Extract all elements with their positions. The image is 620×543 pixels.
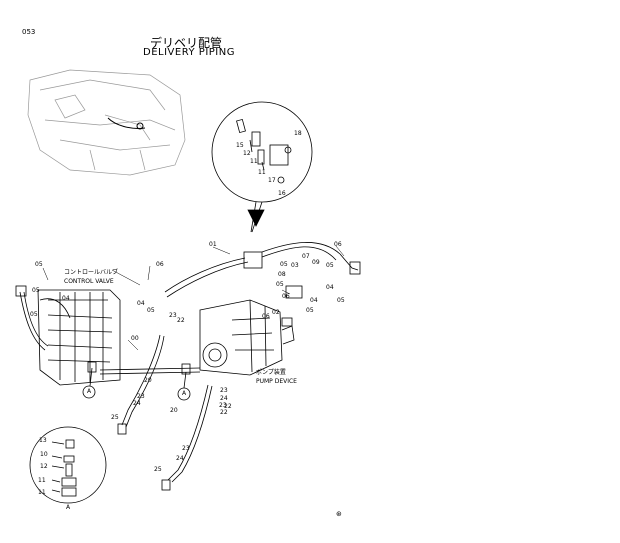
part-number: 16 [278,190,286,197]
part-number: 23 [220,387,228,394]
part-number: 04 [62,295,70,302]
part-number: 24 [220,395,228,402]
part-number: 02 [272,309,280,316]
part-number: 06 [262,313,270,320]
control-valve-block [15,285,121,386]
part-number: 23 [137,393,145,400]
part-number: 25 [154,466,162,473]
part-number: 12 [243,150,251,157]
machine-pipe-highlight [107,117,146,130]
part-number: 06 [156,261,164,268]
part-number: 04 [137,300,145,307]
control-valve-label-en: CONTROL VALVE [64,278,114,285]
control-valve-label-jp: コントロールバルブ [64,269,119,276]
part-number: 22 [224,403,232,410]
part-number: 05 [147,307,155,314]
page-title-en: DELIVERY PIPING [143,47,235,58]
pipe-00 [99,367,201,375]
part-number: 05 [337,297,345,304]
part-number: 05 [280,261,288,268]
part-number: 00 [131,335,139,342]
pump-device-label-en: PUMP DEVICE [256,378,297,385]
page-title-jp: デリベリ配管 [150,36,223,50]
part-number: 04 [310,297,318,304]
part-number: 13 [39,437,47,444]
part-number: 09 [312,259,320,266]
hose-20-middle [161,384,213,491]
view-a-label: A [87,388,92,395]
part-number: 11 [38,477,46,484]
inset-view-a-label: A [66,504,71,511]
pump-device-label-jp: ポンプ装置 [256,369,286,376]
part-number: 20 [144,377,152,384]
part-number: 25 [111,414,119,421]
part-number: 23 [182,445,190,452]
part-number: 11 [38,489,46,496]
part-number: 10 [40,451,48,458]
hose-20-left [117,334,165,435]
part-number: 20 [170,407,178,414]
part-number: 04 [326,284,334,291]
part-number: 06 [334,241,342,248]
part-number: 12 [40,463,48,470]
part-number: 24 [133,400,141,407]
part-number: 18 [294,130,302,137]
inset-circle [29,426,107,504]
view-a-label: A [182,390,187,397]
part-number: 01 [209,241,217,248]
main-hose-01 [164,242,361,298]
part-number: 06 [282,293,290,300]
pump-device-block [199,285,303,376]
part-number: 05 [276,281,284,288]
part-number: 05 [30,311,38,318]
part-number: 03 [291,262,299,269]
part-number: 23 [219,402,227,409]
part-number: 08 [278,271,286,278]
leader-lines [42,245,345,351]
view-a-markers [82,361,191,401]
part-number: 05 [326,262,334,269]
part-number: 24 [176,455,184,462]
footer-mark: ⊛ [336,510,342,518]
part-number: 11 [258,169,266,176]
part-number: 11 [250,158,258,165]
part-number: 22 [220,409,228,416]
detail-circle [211,101,313,233]
page-code: 053 [22,28,36,36]
part-number: 22 [177,317,185,324]
part-number: 15 [236,142,244,149]
part-number: 07 [302,253,310,260]
machine-outline [27,69,186,176]
part-number: 05 [35,261,43,268]
part-number: 05 [306,307,314,314]
part-number: 05 [32,287,40,294]
part-number: 23 [169,312,177,319]
part-number: 17 [268,177,276,184]
